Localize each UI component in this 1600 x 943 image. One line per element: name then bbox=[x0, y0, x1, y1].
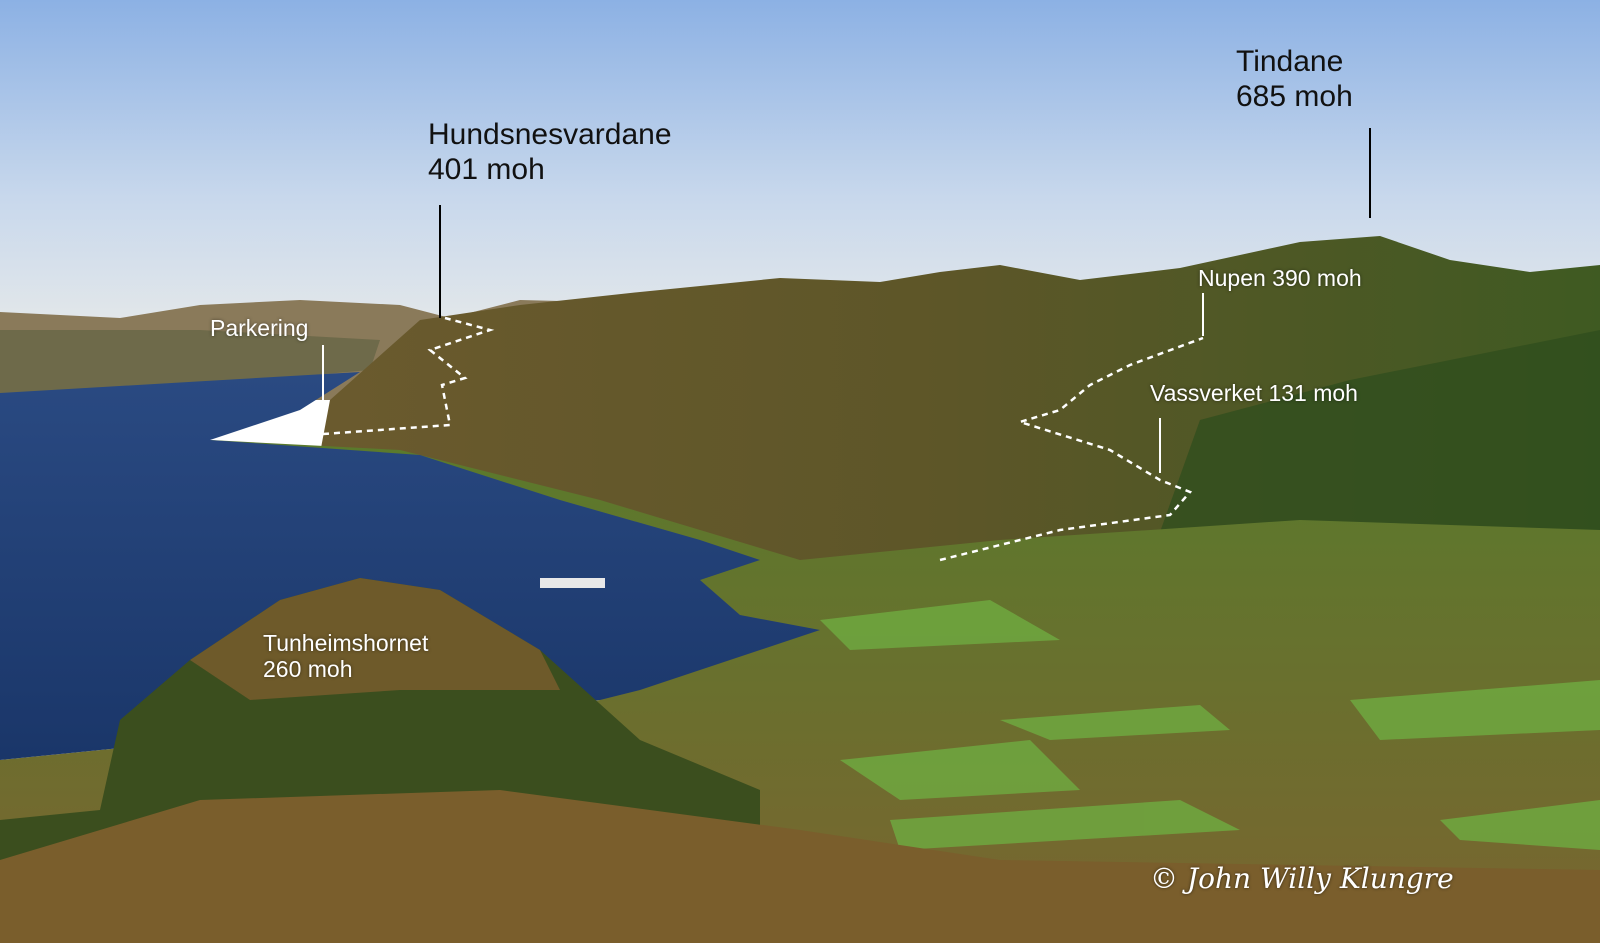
peak-height: 401 moh bbox=[428, 152, 545, 186]
hill-top bbox=[190, 578, 560, 700]
peak-height: 260 moh bbox=[263, 656, 353, 683]
label-tunheimshornet: Tunheimshornet 260 moh bbox=[263, 630, 428, 683]
label-parkering: Parkering bbox=[210, 315, 309, 341]
label-tindane: Tindane 685 moh bbox=[1236, 45, 1353, 114]
fields bbox=[820, 600, 1600, 850]
peak-name: Tindane bbox=[1236, 45, 1344, 78]
copyright-watermark: © John Willy Klungre bbox=[1150, 862, 1454, 895]
label-vassverket: Vassverket 131 moh bbox=[1150, 380, 1358, 406]
right-forest-slope bbox=[1150, 330, 1600, 560]
distant-shore bbox=[0, 330, 380, 395]
peak-name: Hundsnesvardane bbox=[428, 118, 672, 151]
peak-height: 685 moh bbox=[1236, 79, 1353, 113]
label-nupen: Nupen 390 moh bbox=[1198, 265, 1362, 291]
leader-lines-white bbox=[322, 293, 1204, 473]
hiking-trails bbox=[322, 316, 1204, 562]
label-hundsnesvardane: Hundsnesvardane 401 moh bbox=[428, 118, 672, 187]
leader-lines bbox=[439, 128, 1371, 318]
peak-name: Tunheimshornet bbox=[263, 630, 429, 656]
foreground-moor bbox=[0, 790, 1600, 943]
building bbox=[540, 578, 605, 588]
